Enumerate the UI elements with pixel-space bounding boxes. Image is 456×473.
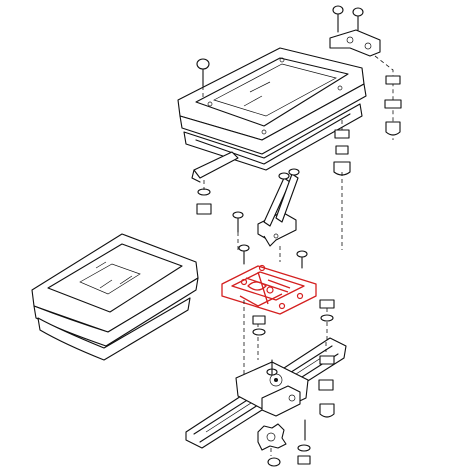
mounting-plate-highlighted[interactable] — [221, 264, 317, 315]
leader-line — [237, 232, 281, 262]
bolt-top-1[interactable] — [332, 5, 344, 33]
nut-stack-right[interactable] — [384, 75, 402, 136]
bolt-plate-right[interactable] — [296, 250, 308, 269]
nut-right-column[interactable] — [319, 299, 335, 322]
nut-stack-left[interactable] — [196, 188, 212, 215]
bolt-plate-left[interactable] — [238, 244, 250, 265]
nut-stack-center[interactable] — [333, 129, 351, 176]
bolt-bottom-right[interactable] — [297, 419, 311, 465]
lever-assembly[interactable] — [257, 168, 300, 247]
bolt-lid-left[interactable] — [196, 58, 210, 87]
leader-line — [374, 55, 394, 140]
bolt-lever[interactable] — [232, 211, 244, 233]
nut-stack-lower-right[interactable] — [318, 355, 335, 418]
nut-bottom[interactable] — [267, 457, 281, 467]
gear-knob[interactable] — [257, 423, 287, 451]
lid-hinge-arm[interactable] — [191, 151, 239, 183]
nut-below-plate[interactable] — [252, 315, 266, 336]
seat-panel[interactable] — [31, 233, 199, 361]
leader-line — [243, 300, 259, 380]
top-bracket[interactable] — [329, 29, 381, 57]
bolt-top-2[interactable] — [352, 7, 364, 31]
bolt-carriage[interactable] — [266, 359, 278, 376]
